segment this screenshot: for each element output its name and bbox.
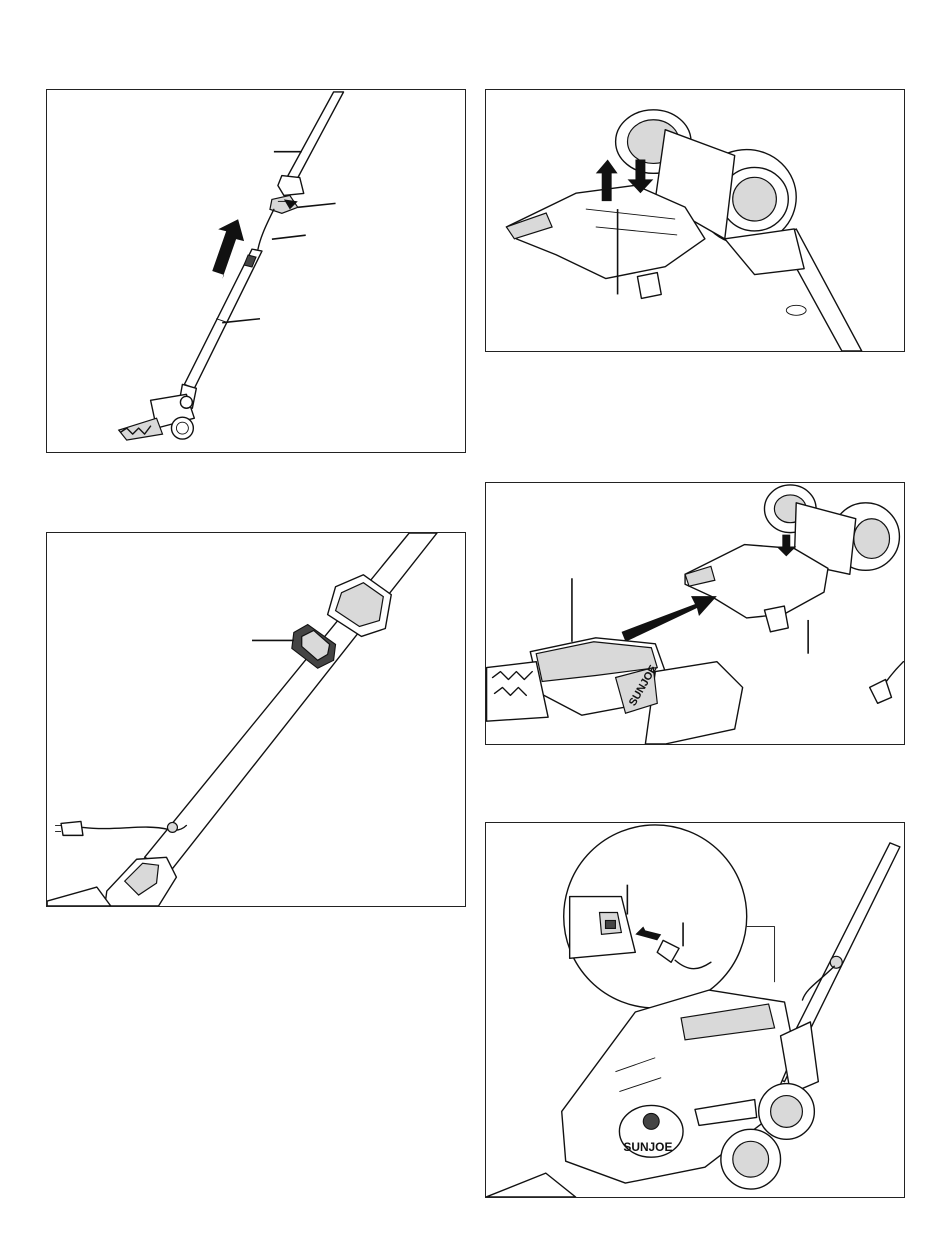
shear-head: [119, 384, 197, 440]
detail-magnifier: [564, 825, 775, 1008]
figure-cable-clip: [46, 532, 466, 907]
shear-body: [47, 857, 176, 906]
shear-head: SUNJOE: [487, 638, 743, 744]
power-cable: [258, 209, 274, 249]
cable-clip-illustration: [47, 533, 465, 906]
connector-detail-illustration: SUNJOE: [486, 823, 904, 1197]
power-plug: [870, 662, 904, 704]
cable-grommet: [786, 305, 806, 315]
figure-slide-shear-head: SUNJOE: [485, 482, 905, 745]
cable-grommet: [830, 956, 842, 968]
slide-shear-illustration: SUNJOE: [486, 483, 904, 744]
direction-arrow-icon: [212, 219, 244, 279]
figure-connector-detail: SUNJOE: [485, 822, 905, 1198]
pole-attach-illustration: [47, 90, 465, 452]
pole: [145, 533, 437, 871]
figure-release-button: [485, 89, 905, 352]
hedge-trimmer-body: SUNJOE: [486, 990, 818, 1197]
figure-pole-attach: [46, 89, 466, 453]
brand-logo: SUNJOE: [623, 1140, 672, 1154]
release-button-illustration: [486, 90, 904, 351]
upper-pole: [286, 92, 344, 182]
wheel-mount: [685, 485, 899, 632]
insert-arrow-icon: [622, 596, 717, 642]
